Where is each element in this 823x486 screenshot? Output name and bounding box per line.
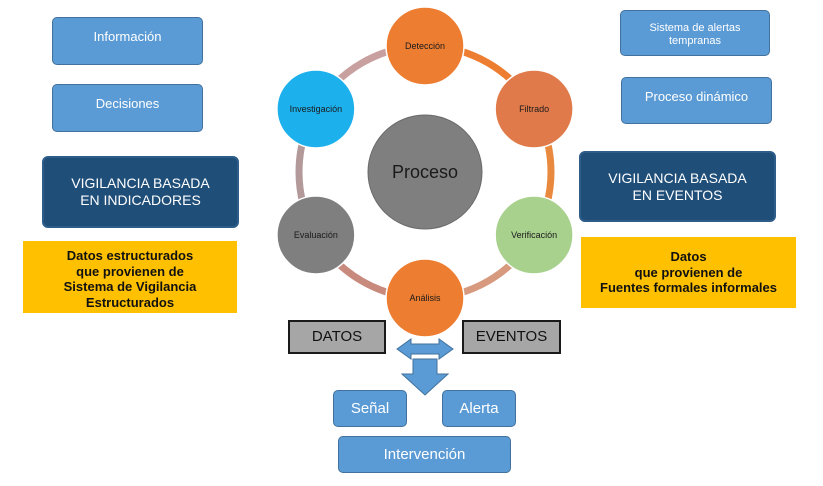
datos-fuentes-box: Datos que provienen de Fuentes formales …: [581, 237, 796, 308]
down-arrow-icon: [400, 358, 450, 396]
node-deteccion-circle: [385, 6, 465, 86]
node-investigacion-label: Investigación: [290, 104, 343, 114]
proceso-dinamico-box: Proceso dinámico: [621, 77, 772, 124]
eventos-box: EVENTOS: [462, 320, 561, 354]
senal-box: Señal: [333, 390, 407, 427]
process-center-circle: [367, 114, 483, 230]
alerta-box: Alerta: [442, 390, 516, 427]
node-analisis-circle: [385, 258, 465, 338]
vigilancia-indicadores-box: VIGILANCIA BASADA EN INDICADORES: [42, 156, 239, 228]
node-verificacion-circle: [494, 195, 574, 275]
node-investigacion-circle: [276, 69, 356, 149]
vigilancia-eventos-box: VIGILANCIA BASADA EN EVENTOS: [579, 151, 776, 222]
node-filtrado-circle: [494, 69, 574, 149]
datos-estructurados-box: Datos estructurados que provienen de Sis…: [23, 241, 237, 313]
intervencion-box: Intervención: [338, 436, 511, 473]
double-arrow-icon: [396, 338, 454, 360]
decisiones-box: Decisiones: [52, 84, 203, 132]
node-evaluacion-circle: [276, 195, 356, 275]
node-verificacion-label: Verificación: [511, 230, 557, 240]
process-center-label: Proceso: [392, 162, 458, 182]
node-deteccion-label: Detección: [405, 41, 445, 51]
node-filtrado-label: Filtrado: [519, 104, 549, 114]
node-analisis-label: Análisis: [409, 293, 441, 303]
node-evaluacion-label: Evaluación: [294, 230, 338, 240]
datos-box: DATOS: [288, 320, 386, 354]
sistema-alertas-box: Sistema de alertas tempranas: [620, 10, 770, 56]
informacion-box: Información: [52, 17, 203, 65]
